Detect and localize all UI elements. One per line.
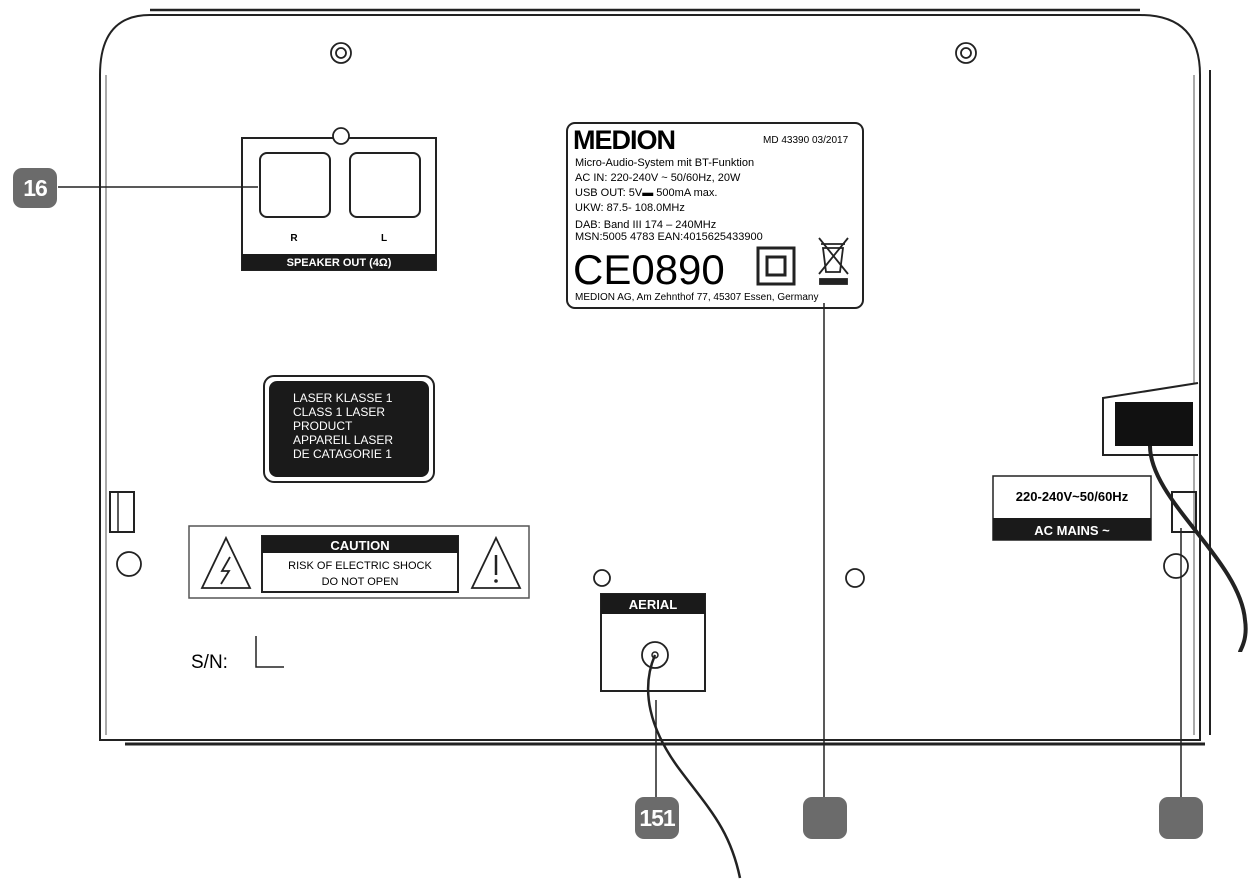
ac-mains-label: 220-240V~50/60Hz AC MAINS ~ — [992, 475, 1152, 541]
plate-line: AC IN: 220-240V ~ 50/60Hz, 20W — [575, 172, 741, 184]
callout-badge-speaker-out: 16 — [13, 168, 57, 208]
screw-holes — [116, 42, 1189, 588]
aerial-wire — [646, 654, 742, 879]
aerial-caption: AERIAL — [629, 597, 677, 612]
plate-line: Micro-Audio-System mit BT-Funktion — [575, 157, 754, 169]
laser-line: APPAREIL LASER — [293, 433, 393, 447]
laser-line: LASER KLASSE 1 — [293, 391, 393, 405]
serial-number-field: S/N: — [191, 636, 284, 673]
callout-badge-aerial: 151 — [635, 797, 679, 839]
callout-badge-power-cable — [1159, 797, 1203, 839]
electric-shock-warning-icon — [200, 535, 252, 589]
double-insulation-icon — [756, 246, 796, 286]
mains-caption: AC MAINS ~ — [1034, 523, 1110, 538]
speaker-out-terminal: R L SPEAKER OUT (4Ω) — [241, 127, 437, 271]
model-number: MD 43390 — [763, 135, 810, 146]
ce-mark: CE0890 — [573, 246, 725, 293]
manufacture-date: 03/2017 — [812, 135, 849, 146]
caution-title: CAUTION — [330, 538, 389, 553]
laser-line: PRODUCT — [293, 419, 353, 433]
plate-line: USB OUT: 5V▬ 500mA max. — [575, 187, 717, 199]
aerial-connector: AERIAL — [600, 593, 706, 692]
callout-badge-rating-plate — [803, 797, 847, 839]
mains-voltage: 220-240V~50/60Hz — [1016, 489, 1129, 504]
laser-warning-label: LASER KLASSE 1 CLASS 1 LASER PRODUCT APP… — [263, 375, 435, 483]
power-cable-inlet — [1102, 382, 1199, 456]
callout-leaders — [58, 186, 1182, 800]
speaker-jack-left — [349, 152, 421, 218]
speaker-jack-right — [259, 152, 331, 218]
caution-line: RISK OF ELECTRIC SHOCK — [288, 560, 432, 572]
caution-line: DO NOT OPEN — [322, 576, 399, 588]
plate-line: MSN:5005 4783 EAN:4015625433900 — [575, 231, 763, 243]
speaker-out-caption: SPEAKER OUT (4Ω) — [287, 257, 392, 269]
laser-line: CLASS 1 LASER — [293, 405, 385, 419]
speaker-channel-right: R — [290, 233, 298, 244]
speaker-channel-left: L — [381, 233, 387, 244]
plate-line: DAB: Band III 174 – 240MHz — [575, 219, 716, 231]
caution-label: CAUTION RISK OF ELECTRIC SHOCK DO NOT OP… — [188, 525, 530, 599]
manufacturer-address: MEDION AG, Am Zehnthof 77, 45307 Essen, … — [575, 292, 818, 303]
plate-line: UKW: 87.5- 108.0MHz — [575, 202, 685, 214]
exclamation-warning-icon — [470, 535, 522, 589]
weee-bin-icon — [818, 237, 849, 285]
power-cable — [1148, 445, 1248, 653]
serial-label: S/N: — [191, 652, 228, 673]
medion-logo: MEDION — [573, 125, 675, 155]
laser-line: DE CATAGORIE 1 — [293, 447, 392, 461]
rating-plate: MEDION MD 43390 03/2017 Micro-Audio-Syst… — [566, 122, 864, 309]
